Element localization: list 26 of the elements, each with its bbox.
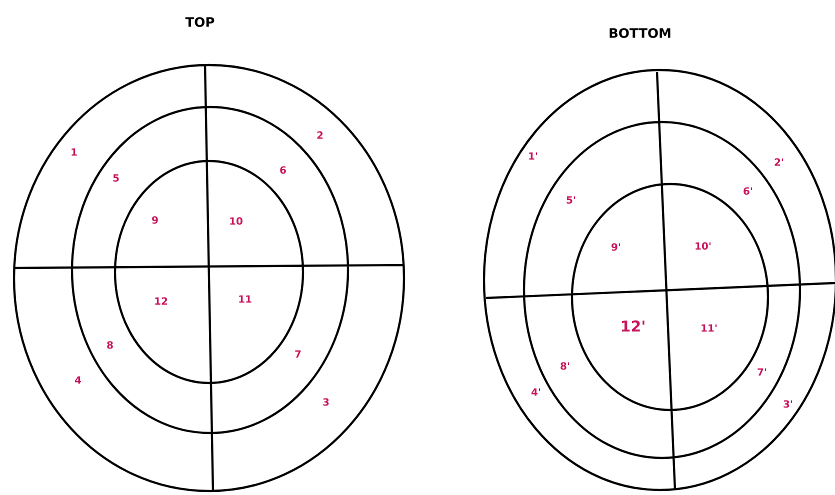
segment-number: 4'	[531, 388, 540, 396]
segment-number: 7'	[758, 368, 766, 376]
segment-number: 9	[152, 216, 158, 224]
segment-number: 5	[113, 174, 119, 182]
segment-number: 11	[239, 295, 252, 303]
segment-number: 6	[280, 166, 286, 174]
segment-number: 12'	[622, 320, 644, 332]
segment-number: 3	[323, 398, 329, 406]
segment-number: 10	[230, 217, 242, 225]
segment-number: 4	[75, 376, 82, 384]
segment-number: 6'	[744, 187, 752, 195]
segment-number: 8	[107, 341, 113, 349]
segment-number: 12	[155, 297, 168, 305]
segment-number: 9'	[612, 243, 620, 251]
segment-number: 2	[317, 131, 323, 139]
segment-number: 7	[295, 350, 301, 358]
segment-number: 1'	[529, 152, 538, 160]
segment-number: 5'	[566, 196, 576, 204]
segment-number: 11'	[702, 324, 717, 332]
segment-number: 3'	[784, 400, 792, 408]
segment-number: 10'	[696, 242, 711, 250]
segment-number: 2'	[774, 158, 784, 166]
view-title: BOTTOM	[610, 28, 670, 38]
segment-number: 1	[72, 148, 77, 156]
view-title: TOP	[185, 17, 214, 27]
segment-number: 8'	[560, 362, 570, 370]
